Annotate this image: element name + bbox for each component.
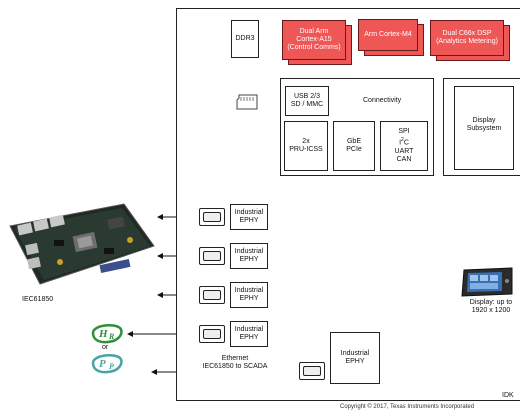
prp-logo-icon: P P <box>91 354 123 374</box>
display-panel-image <box>461 267 513 297</box>
display-resolution-label: Display: up to 1920 x 1200 <box>462 299 520 315</box>
ephy-label-3a: Industrial <box>234 287 264 294</box>
connectivity-label: Connectivity <box>363 97 402 104</box>
ephy-label-1a: Industrial <box>234 209 264 216</box>
ephy-label-2a: Industrial <box>234 248 264 255</box>
i2c-label: I2C <box>399 137 409 147</box>
ephy-label-2b: EPHY <box>239 256 259 263</box>
copyright-text: Copyright © 2017, Texas Instruments Inco… <box>340 404 475 410</box>
pru-count-label: 2x <box>302 138 310 145</box>
ephy-block-2: Industrial EPHY <box>230 243 268 269</box>
pru-icss-block: 2x PRU-ICSS <box>284 121 328 171</box>
dsp-label-2: (Analytics Metering) <box>436 38 498 45</box>
ethernet-jack-icon <box>299 362 325 380</box>
m4-block: Arm Cortex-M4 <box>358 19 418 51</box>
display-label-1: Display: up to <box>469 299 513 306</box>
svg-text:P: P <box>109 362 114 371</box>
ethernet-jack-icon <box>199 325 225 343</box>
can-label: CAN <box>396 155 412 163</box>
ephy-block-3: Industrial EPHY <box>230 282 268 308</box>
ddr3-block: DDR3 <box>231 20 259 58</box>
hsr-logo: H R <box>90 322 124 344</box>
a15-block: Dual Arm Cortex-A15 (Control Comms) <box>282 20 346 60</box>
display-subsystem-block: Display Subsystem <box>454 86 514 170</box>
or-label: or <box>102 344 109 351</box>
gbe-label: GbE <box>346 138 361 145</box>
ddr3-label: DDR3 <box>235 35 255 42</box>
ephy-block-1: Industrial EPHY <box>230 204 268 230</box>
idk-board-image <box>9 203 155 285</box>
svg-text:R: R <box>108 332 115 341</box>
board-label: IEC61850 <box>22 296 54 303</box>
ephy-label-1b: EPHY <box>239 217 259 224</box>
prp-logo: P P <box>90 352 124 374</box>
ephy-label-5a: Industrial <box>340 350 370 357</box>
spi-label: SPI <box>398 128 410 136</box>
ephy-label-4a: Industrial <box>234 326 264 333</box>
pru-label: PRU-ICSS <box>289 146 323 153</box>
ephy-block-4: Industrial EPHY <box>230 321 268 347</box>
ethernet-jack-icon <box>199 247 225 265</box>
usb-label: USB 2/3 <box>293 93 321 100</box>
pcie-label: PCIe <box>346 146 362 153</box>
scada-label: IEC61850 to SCADA <box>202 363 268 370</box>
svg-text:H: H <box>98 328 108 340</box>
ethernet-jack-icon <box>199 286 225 304</box>
a15-label-1: Dual Arm <box>299 28 329 35</box>
idk-label: IDK <box>502 392 514 399</box>
ephy-label-3b: EPHY <box>239 295 259 302</box>
ethernet-label: Ethernet <box>221 355 249 362</box>
svg-text:P: P <box>99 358 106 370</box>
m4-label: Arm Cortex-M4 <box>364 31 412 38</box>
dsp-label-1: Dual C66x DSP <box>442 30 492 37</box>
ephy-block-5: Industrial EPHY <box>330 332 380 384</box>
display-subsystem-label-2: Subsystem <box>466 125 502 132</box>
ethernet-scada-label: Ethernet IEC61850 to SCADA <box>180 355 290 371</box>
ethernet-jack-icon <box>199 208 225 226</box>
sd-mmc-label: SD / MMC <box>290 101 324 108</box>
a15-label-2: Cortex-A15 <box>296 36 332 43</box>
display-label-2: 1920 x 1200 <box>471 307 511 314</box>
a15-label-3: (Control Comms) <box>287 44 341 51</box>
uart-label: UART <box>394 147 414 155</box>
usb-sd-block: USB 2/3 SD / MMC <box>285 86 329 116</box>
gbe-pcie-block: GbE PCIe <box>333 121 375 171</box>
dsp-block: Dual C66x DSP (Analytics Metering) <box>430 20 504 56</box>
ephy-label-4b: EPHY <box>239 334 259 341</box>
serial-io-block: SPI I2C UART CAN <box>380 121 428 171</box>
display-subsystem-label-1: Display <box>472 117 496 124</box>
ephy-label-5b: EPHY <box>345 358 365 365</box>
sd-card-icon <box>236 94 258 110</box>
hsr-logo-icon: H R <box>91 324 123 344</box>
